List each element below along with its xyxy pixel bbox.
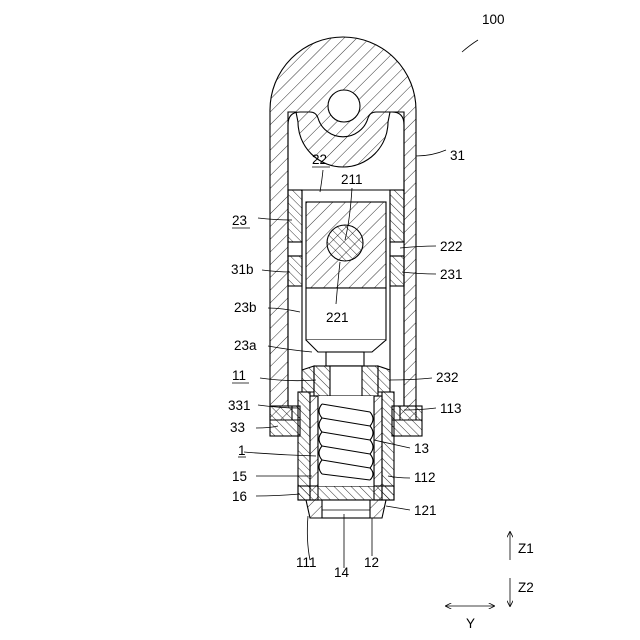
pin-211 [327, 225, 363, 261]
label-31b: 31b [231, 262, 254, 277]
label-13: 13 [414, 441, 429, 456]
label-121: 121 [414, 503, 437, 518]
label-23b: 23b [234, 300, 257, 315]
label-33: 33 [230, 420, 245, 435]
label-16: 16 [232, 489, 247, 504]
plunger-22 [306, 202, 386, 366]
label-31: 31 [450, 148, 465, 163]
label-331: 331 [228, 398, 251, 413]
label-12: 12 [364, 555, 379, 570]
label-112: 112 [414, 470, 436, 485]
label-1: 1 [238, 443, 246, 458]
label-23: 23 [232, 213, 247, 228]
label-14: 14 [334, 565, 350, 580]
top-pin-hole [328, 90, 360, 122]
label-222: 222 [440, 239, 463, 254]
axis-label-z2: Z2 [518, 580, 534, 595]
axis-label-y: Y [466, 616, 475, 631]
label-23a: 23a [234, 338, 257, 353]
label-15: 15 [232, 469, 247, 484]
label-211: 211 [341, 172, 363, 187]
spring-13 [318, 396, 374, 486]
label-232: 232 [436, 370, 459, 385]
label-111: 111 [296, 555, 317, 570]
label-22: 22 [312, 152, 327, 167]
label-100: 100 [482, 12, 505, 27]
label-221: 221 [326, 310, 349, 325]
label-113: 113 [440, 401, 462, 416]
axis-label-z1: Z1 [518, 541, 534, 556]
label-11: 11 [232, 368, 246, 383]
axis-indicator: Z1 Z2 Y [446, 532, 534, 631]
label-231: 231 [440, 267, 463, 282]
